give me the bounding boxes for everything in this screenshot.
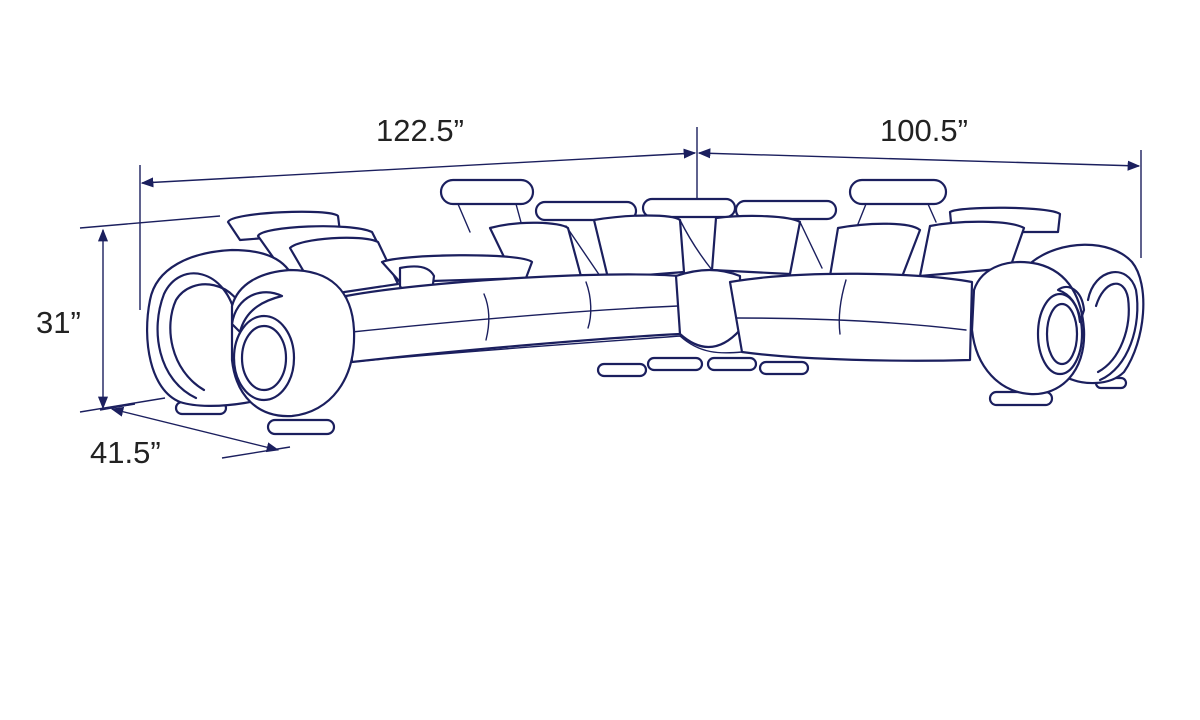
height-extension-top: [79, 215, 221, 229]
back-cushion-b: [592, 214, 686, 280]
right-arm-ring-outer: [1036, 292, 1084, 376]
depth-dimension-line: [110, 406, 280, 453]
foot-left-front: [266, 418, 336, 436]
left-arm-ring-inner: [240, 324, 288, 392]
foot-3: [706, 356, 758, 372]
right-seat-divider: [838, 279, 847, 335]
width-right-dimension-line: [697, 148, 1141, 171]
left-headrest: [439, 178, 535, 206]
left-arm-swirl-inner: [169, 283, 248, 392]
height-label: 31”: [36, 305, 81, 340]
foot-4: [758, 360, 810, 376]
back-cushion-c: [710, 214, 802, 276]
right-seat-body: [728, 272, 974, 362]
center-back-seam: [565, 219, 823, 277]
foot-2: [646, 356, 704, 372]
sofa-outline: [145, 178, 1145, 436]
left-seat-divider-2: [585, 281, 592, 329]
center-back-bolster-1: [534, 200, 638, 222]
left-arm-ring-outer: [232, 314, 296, 402]
depth-label: 41.5”: [90, 435, 161, 470]
height-extension-bottom: [79, 397, 166, 413]
right-headrest-bracket: [857, 203, 937, 225]
dimension-lines: [79, 127, 1142, 459]
front-skirt: [351, 335, 967, 363]
width-left-label: 122.5”: [376, 113, 464, 148]
depth-extension-left: [99, 403, 136, 411]
left-arm-swirl-outer: [156, 272, 238, 400]
right-seat-cushion-line: [735, 317, 967, 331]
left-seat-cushion-line: [351, 305, 679, 333]
width-left-dimension-line: [140, 148, 697, 188]
depth-extension-right: [221, 446, 291, 459]
left-seat-divider-1: [483, 293, 490, 341]
right-headrest: [848, 178, 948, 206]
foot-1: [596, 362, 648, 378]
back-cushion-d: [828, 222, 922, 284]
center-back-bolster-2: [641, 197, 737, 219]
right-arm-ring-inner: [1045, 302, 1079, 366]
right-back-cushion: [918, 220, 1026, 278]
width-right-label: 100.5”: [880, 113, 968, 148]
right-arm-curl: [1056, 285, 1086, 324]
left-arm-curl: [230, 291, 284, 334]
right-arm-swirl-inner: [1094, 282, 1130, 374]
right-arm-front: [970, 260, 1086, 396]
right-arm-swirl-outer: [1086, 271, 1139, 382]
